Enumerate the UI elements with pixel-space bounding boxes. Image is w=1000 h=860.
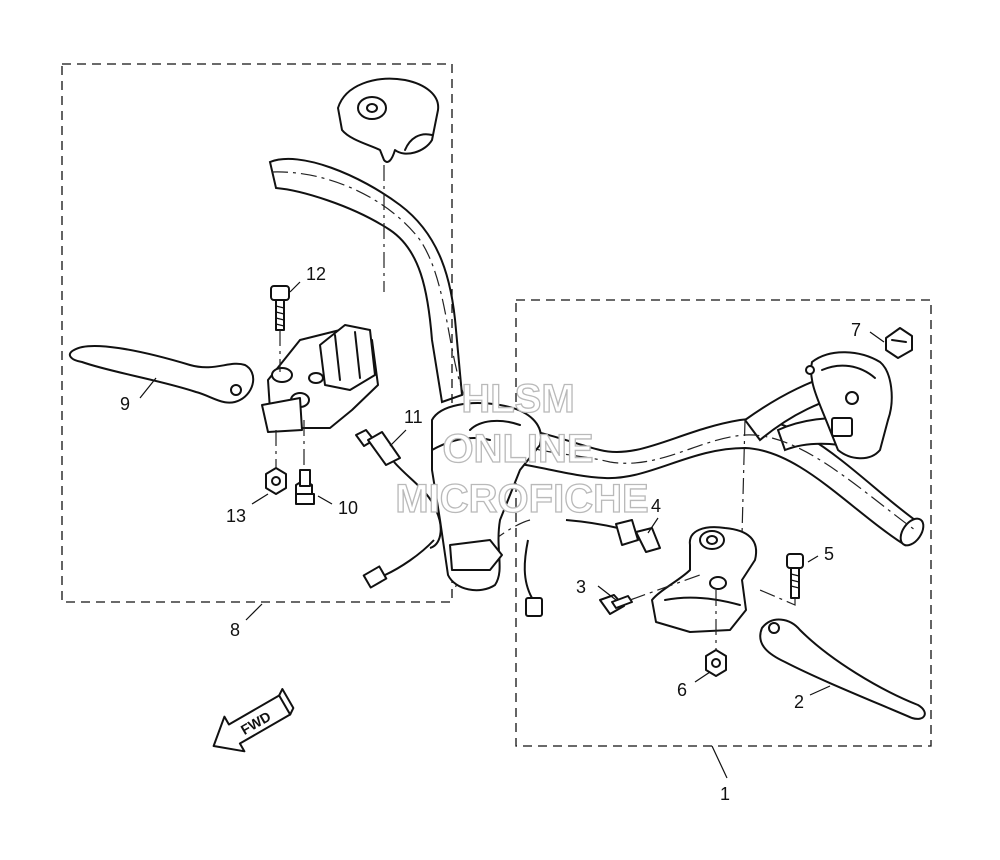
bolt-10 [295, 469, 315, 505]
assembly-lines [275, 330, 796, 650]
callout-3: 3 [576, 577, 586, 597]
right-lever [759, 618, 926, 720]
watermark-line-3: MICROFICHE [395, 477, 648, 521]
bolt-5 [786, 553, 804, 599]
left-lever-holder [261, 324, 379, 433]
right-cable [565, 519, 661, 553]
fwd-arrow: FWD [212, 688, 295, 753]
watermark-line-2: ONLINE [442, 427, 593, 471]
watermark-line-1: HLSM [461, 377, 574, 421]
callout-12: 12 [306, 264, 326, 284]
leader-lines [139, 281, 885, 779]
callout-8: 8 [230, 620, 240, 640]
bolt-12 [270, 285, 290, 331]
right-switch [805, 351, 893, 460]
right-lever-holder [651, 526, 758, 633]
screw-3 [599, 594, 633, 615]
part-7-grommet [885, 327, 913, 359]
callout-7: 7 [851, 320, 861, 340]
callout-11: 11 [404, 407, 423, 427]
assembly-box-8 [61, 63, 453, 603]
assembly-box-1 [515, 299, 932, 747]
right-small-cable [523, 539, 543, 617]
nut-13 [265, 467, 287, 495]
callout-4: 4 [651, 496, 661, 516]
center-clamp [431, 402, 542, 592]
callout-9: 9 [120, 394, 130, 414]
left-switch-upper-half [337, 77, 440, 163]
callout-6: 6 [677, 680, 687, 700]
left-cable-switch [355, 429, 442, 589]
watermark: HLSM ONLINE MICROFICHE [395, 376, 650, 521]
callout-1: 1 [720, 784, 730, 804]
callout-10: 10 [338, 498, 358, 518]
callout-5: 5 [824, 544, 834, 564]
left-lever [68, 345, 255, 404]
callout-2: 2 [794, 692, 804, 712]
callout-13: 13 [226, 506, 246, 526]
